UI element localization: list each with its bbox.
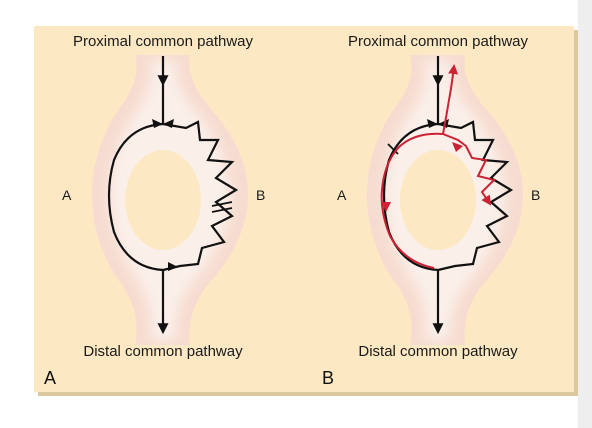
proximal-label-a: Proximal common pathway (73, 33, 254, 50)
reentry-exit-arrow (442, 64, 459, 135)
panel-letter-a: A (44, 368, 56, 388)
limb-b-zigzag-b (437, 120, 514, 272)
limb-label-a-left: A (62, 187, 72, 203)
block-mark-a2 (211, 207, 233, 213)
block-mark-a1 (211, 201, 233, 207)
flow-arrows-a (152, 119, 178, 271)
panel-b: Proximal common pathway Distal common pa… (322, 33, 540, 388)
pathway-a (107, 56, 239, 335)
pathway-b (382, 56, 514, 335)
distal-label-b: Distal common pathway (358, 343, 518, 360)
limb-b-zigzag (162, 120, 239, 272)
limb-label-b-left: A (337, 187, 347, 203)
limb-a-path (107, 122, 164, 272)
proximal-label-b: Proximal common pathway (348, 33, 529, 50)
tissue-a (92, 55, 248, 345)
distal-label-a: Distal common pathway (83, 343, 243, 360)
panel-letter-b: B (322, 368, 334, 388)
side-strip (578, 0, 592, 428)
reentry-arrowheads-b (381, 142, 463, 212)
limb-label-b-right: B (531, 187, 540, 203)
panel-a: Proximal common pathway Distal common pa… (44, 33, 265, 388)
reentry-zigzag (442, 133, 496, 206)
limb-a-path-b (382, 122, 439, 272)
block-mark-b (387, 143, 399, 155)
limb-label-a-right: B (256, 187, 265, 203)
reentry-loop (380, 132, 444, 269)
reentry-path-b (380, 64, 496, 269)
